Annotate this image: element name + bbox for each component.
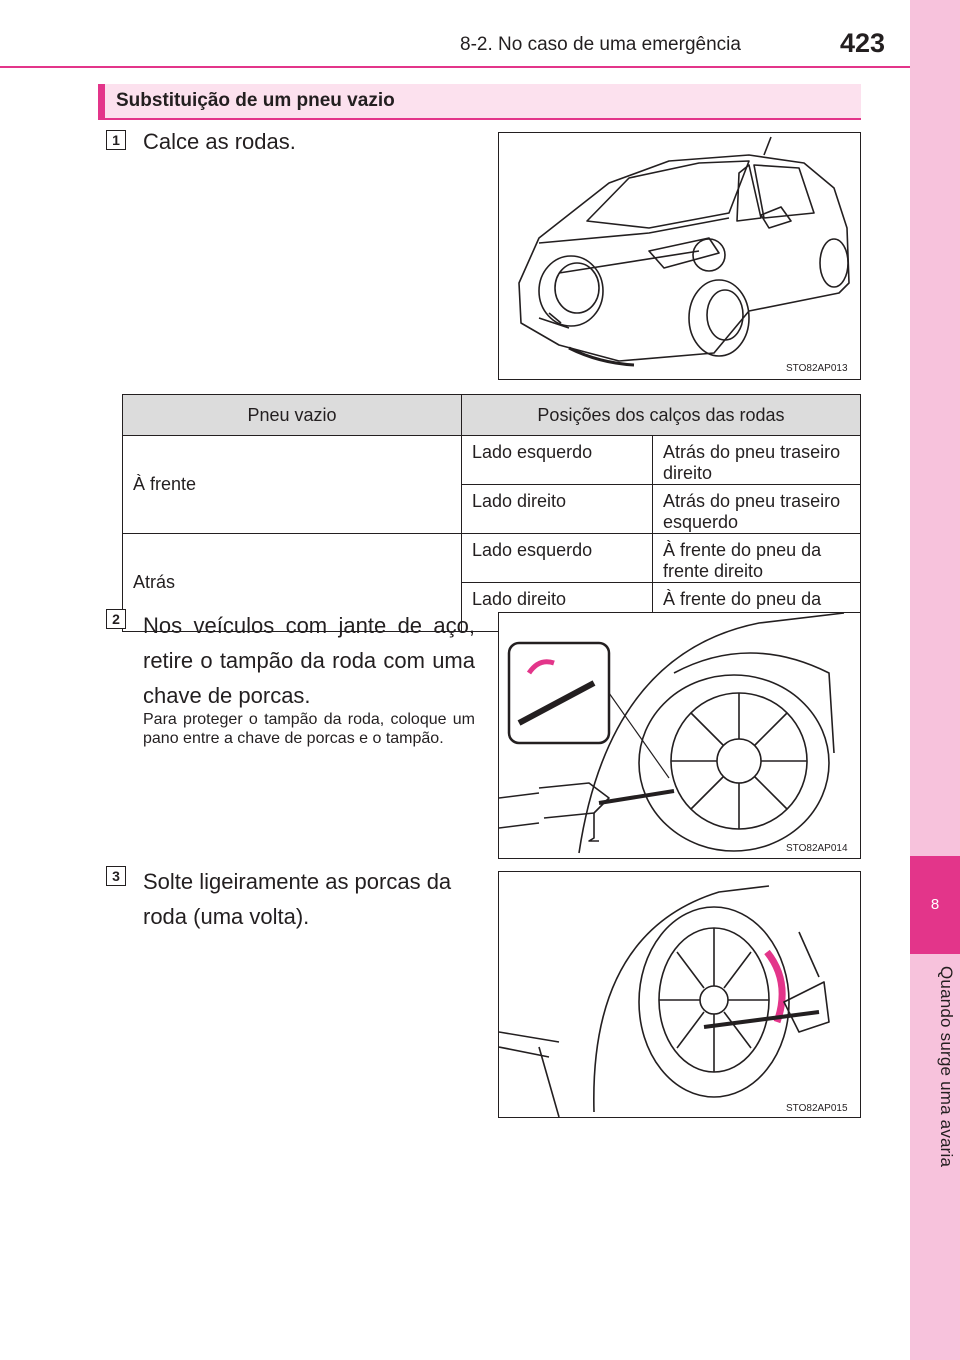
- chapter-number: 8: [930, 896, 940, 913]
- image-code-2: STO82AP014: [786, 843, 848, 854]
- wheel-cap-icon: [499, 613, 845, 854]
- section-title-bar: [98, 84, 861, 118]
- table-cell-group-rear: Atrás: [122, 533, 462, 632]
- header-section-title: 8-2. No caso de uma emergência: [460, 34, 741, 55]
- page-number: 423: [840, 28, 886, 58]
- step-1-text: Calce as rodas.: [143, 129, 296, 154]
- table-cell-position: Atrás do pneu traseiro direito: [652, 435, 861, 485]
- step-number-3: 3: [106, 866, 126, 886]
- wheel-chock-positions-table: Pneu vazio Posições dos calços das rodas…: [122, 394, 861, 632]
- table-row: Atrás Lado esquerdo À frente do pneu da …: [122, 533, 861, 632]
- image-code-1: STO82AP013: [786, 363, 848, 374]
- car-wheel-chocks-illustration: [498, 132, 861, 380]
- image-code-3: STO82AP015: [786, 1103, 848, 1114]
- wheel-nuts-icon: [499, 885, 830, 1117]
- table-cell-side: Lado direito: [461, 484, 653, 534]
- step-2-note: Para proteger o tampão da roda, coloque …: [143, 711, 475, 747]
- remove-wheel-cap-illustration: [498, 612, 861, 859]
- chapter-number-box: [910, 856, 960, 954]
- table-cell-side: Lado esquerdo: [461, 533, 653, 583]
- table-cell-side: Lado esquerdo: [461, 435, 653, 485]
- loosen-wheel-nuts-illustration: [498, 871, 861, 1118]
- table-cell-group-front: À frente: [122, 435, 462, 534]
- table-cell-position: À frente do pneu da frente direito: [652, 533, 861, 583]
- table-header-chock-positions: Posições dos calços das rodas: [461, 394, 861, 436]
- step-3-text: Solte ligeiramente as porcas da roda (um…: [143, 869, 452, 929]
- chapter-title: Quando surge uma avaria: [937, 966, 956, 1168]
- table-cell-position: Atrás do pneu traseiro esquerdo: [652, 484, 861, 534]
- step-2-text: Nos veículos com jante de aço, retire o …: [143, 613, 475, 708]
- section-title: Substituição de um pneu vazio: [116, 90, 395, 111]
- car-front-icon: [518, 136, 850, 367]
- chapter-side-tab: [910, 0, 960, 1360]
- table-header-row: Pneu vazio Posições dos calços das rodas: [122, 394, 861, 436]
- section-title-accent: [98, 84, 105, 118]
- table-header-flat-tire: Pneu vazio: [122, 394, 462, 436]
- table-row: À frente Lado esquerdo Atrás do pneu tra…: [122, 435, 861, 534]
- step-number-2: 2: [106, 609, 126, 629]
- header-rule: [0, 66, 910, 68]
- section-title-underline: [98, 118, 861, 120]
- step-number-1: 1: [106, 130, 126, 150]
